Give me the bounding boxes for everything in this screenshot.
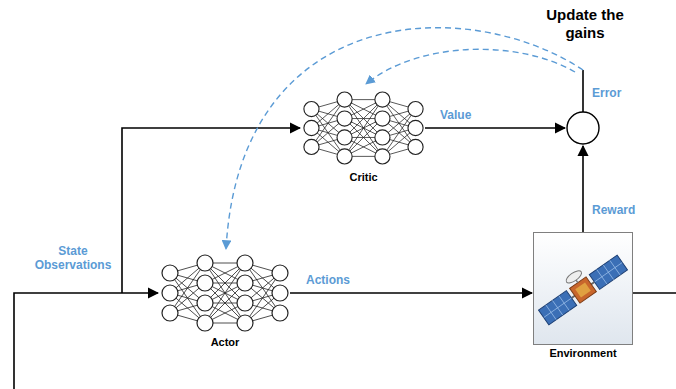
satellite-illustration [532,246,627,325]
signal-name: Actions [306,273,350,287]
error-line [582,70,584,112]
actor-update-arrow [226,28,583,249]
signal-name: Error [592,86,652,100]
environment-box: Environment [533,232,633,345]
critic-update-arrow [366,49,575,84]
reward-arrow [582,146,584,232]
environment-background [533,232,633,345]
value-arrow [425,127,565,129]
critic-network-node: Critic [302,88,425,168]
node-label: Critic [282,171,445,183]
signal-name: Value [440,108,500,122]
observation-wire [14,293,158,389]
update-note: Update the gains [537,6,633,42]
signal-arrow [290,292,532,294]
signal-name: Reward [592,203,652,217]
actor-network [162,255,288,331]
observation-branch [122,128,300,293]
critic-network [304,92,423,164]
node-label: Actor [140,336,310,348]
node-label: Environment [514,347,652,359]
environment-output-wire [633,292,676,294]
summing-junction [567,112,599,144]
signal-name: State Observations [28,244,118,273]
actor-network-node: Actor [160,253,290,333]
